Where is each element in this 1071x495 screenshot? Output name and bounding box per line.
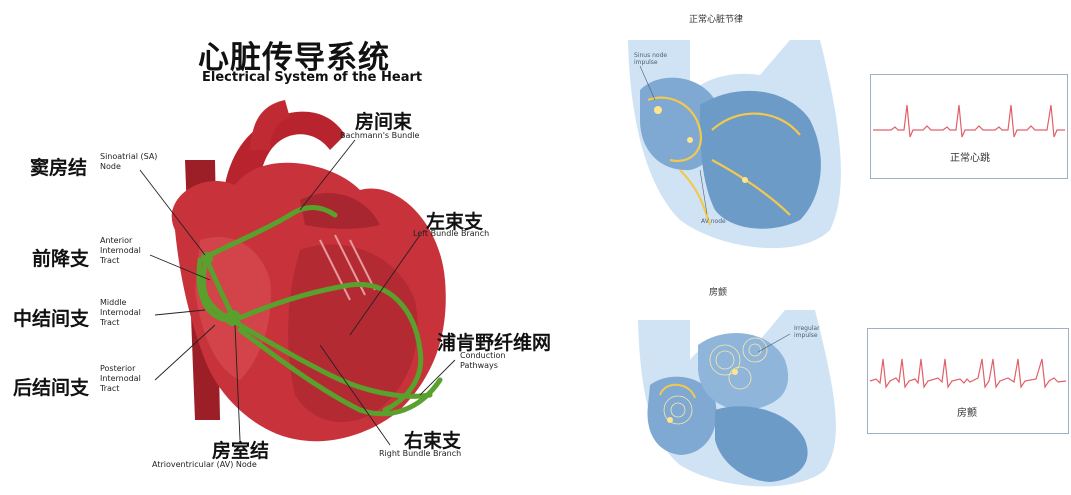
- label-irregular-impulse: Irregular impulse: [794, 325, 820, 339]
- afib-ecg-caption: 房颤: [957, 404, 977, 419]
- afib-ecg-panel: 房颤: [867, 328, 1069, 434]
